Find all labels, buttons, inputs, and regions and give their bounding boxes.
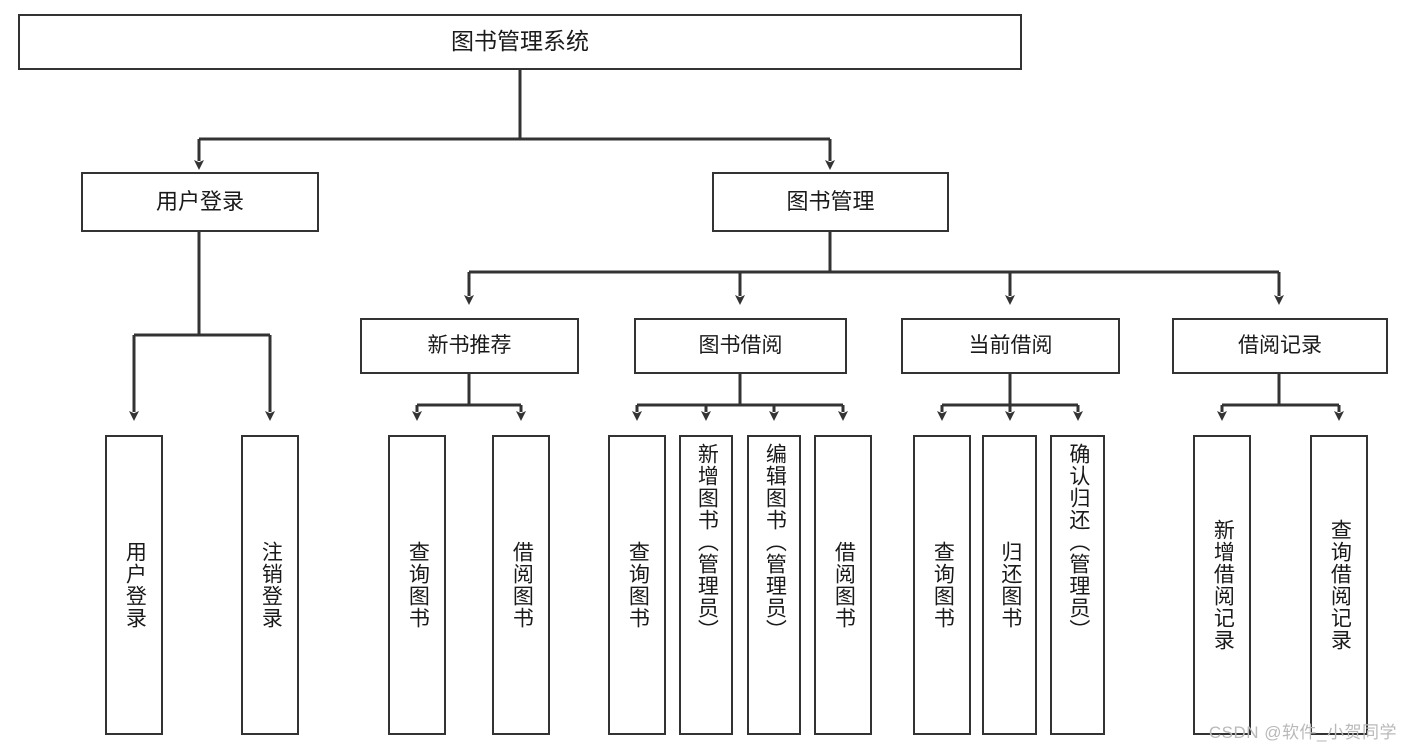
node-label: 图书借阅	[698, 333, 783, 357]
leaf-label: 查询图书	[626, 541, 650, 629]
leaf-query-book-borrow[interactable]: 查询图书	[608, 435, 666, 735]
leaf-label: 查询借阅记录	[1328, 519, 1352, 651]
node-new-book-recommend[interactable]: 新书推荐	[360, 318, 579, 374]
leaf-borrow-book-recommend[interactable]: 借阅图书	[492, 435, 550, 735]
node-label: 新书推荐	[427, 333, 512, 357]
leaf-label: 归还图书	[998, 541, 1022, 629]
node-book-borrow[interactable]: 图书借阅	[634, 318, 847, 374]
leaf-add-borrow-record[interactable]: 新增借阅记录	[1193, 435, 1251, 735]
node-borrow-record[interactable]: 借阅记录	[1172, 318, 1388, 374]
leaf-return-book[interactable]: 归还图书	[982, 435, 1037, 735]
leaf-label: 注销登录	[259, 541, 283, 629]
leaf-label: 确认归还（管理员）	[1066, 443, 1090, 641]
node-label: 图书管理系统	[451, 28, 589, 55]
node-user-login[interactable]: 用户登录	[81, 172, 319, 232]
node-current-borrow[interactable]: 当前借阅	[901, 318, 1120, 374]
csdn-watermark: CSDN @软件_小贺同学	[1208, 723, 1397, 742]
leaf-label: 编辑图书（管理员）	[763, 443, 787, 641]
leaf-label: 借阅图书	[510, 541, 534, 629]
node-root-system[interactable]: 图书管理系统	[18, 14, 1022, 70]
leaf-label: 用户登录	[123, 541, 147, 629]
leaf-label: 新增图书（管理员）	[695, 443, 719, 641]
leaf-logout[interactable]: 注销登录	[241, 435, 299, 735]
node-label: 用户登录	[155, 189, 244, 215]
leaf-confirm-return-admin[interactable]: 确认归还（管理员）	[1050, 435, 1105, 735]
node-label: 借阅记录	[1238, 333, 1322, 357]
leaf-edit-book-admin[interactable]: 编辑图书（管理员）	[747, 435, 801, 735]
leaf-user-login[interactable]: 用户登录	[105, 435, 163, 735]
leaf-query-borrow-record[interactable]: 查询借阅记录	[1310, 435, 1368, 735]
leaf-query-book-current[interactable]: 查询图书	[913, 435, 971, 735]
leaf-borrow-book[interactable]: 借阅图书	[814, 435, 872, 735]
leaf-label: 查询图书	[406, 541, 430, 629]
node-label: 当前借阅	[968, 333, 1053, 357]
node-book-management[interactable]: 图书管理	[712, 172, 949, 232]
leaf-query-book-recommend[interactable]: 查询图书	[388, 435, 446, 735]
leaf-label: 新增借阅记录	[1211, 519, 1235, 651]
leaf-label: 借阅图书	[832, 541, 856, 629]
leaf-add-book-admin[interactable]: 新增图书（管理员）	[679, 435, 733, 735]
node-label: 图书管理	[786, 189, 875, 215]
leaf-label: 查询图书	[931, 541, 955, 629]
